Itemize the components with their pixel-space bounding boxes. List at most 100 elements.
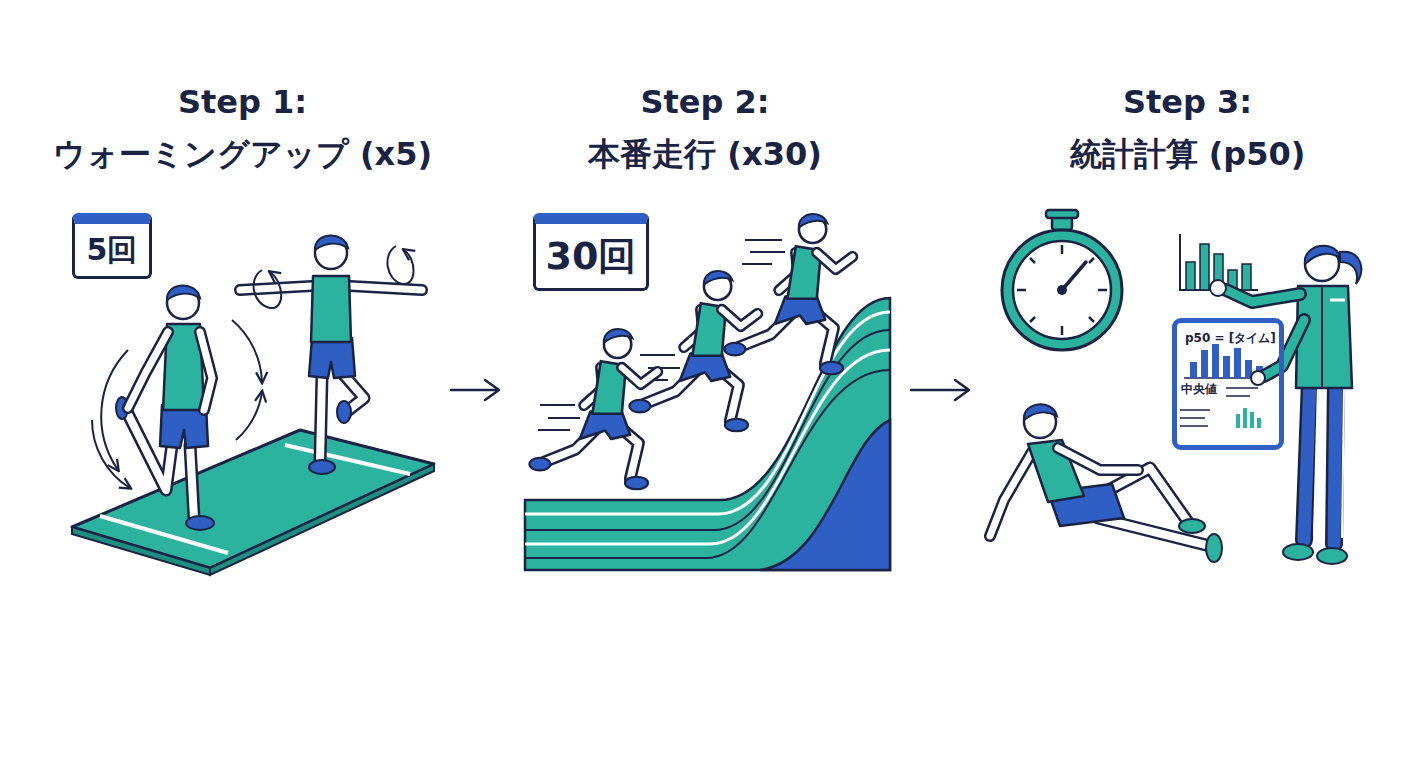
stats-scene-part xyxy=(1317,548,1347,564)
stats-scene-part xyxy=(1098,518,1210,546)
count-badge: 5回 xyxy=(72,213,152,279)
stats-scene-part xyxy=(1340,252,1361,284)
step-number: Step 2: xyxy=(505,82,905,122)
stats-scene-part-part xyxy=(1017,289,1026,292)
running-scene-part xyxy=(760,420,890,570)
warmup-scene-part xyxy=(311,276,351,342)
running-scene-part xyxy=(538,405,580,430)
running-scene-part xyxy=(742,240,785,264)
formula-text: p50 = [タイム] xyxy=(1185,331,1276,345)
warmup-scene-part xyxy=(254,270,282,308)
step-title: ウォーミングアップ (x5) xyxy=(40,134,445,174)
warmup-scene-part xyxy=(100,516,228,553)
warmup-scene-part xyxy=(167,285,200,300)
stats-scene-part xyxy=(1296,286,1352,388)
stats-scene-part xyxy=(1242,264,1251,290)
stats-scene-part xyxy=(1058,448,1138,470)
stats-scene-part xyxy=(1206,534,1222,562)
warmup-scene-part xyxy=(337,401,351,423)
running-scene-part xyxy=(724,214,852,374)
warmup-scene-part xyxy=(232,320,262,382)
step-title: 統計計算 (p50) xyxy=(975,134,1400,174)
warmup-scene-part xyxy=(320,375,322,462)
stats-scene-part xyxy=(1098,518,1210,546)
stats-scene-part-part xyxy=(1061,326,1064,335)
warmup-scene-part xyxy=(320,375,322,462)
running-scene-part xyxy=(525,370,890,558)
flow-arrow xyxy=(911,380,969,400)
stats-scene-part xyxy=(1223,356,1230,378)
step-panel: Step 3: 統計計算 (p50) p50 = [タイム] 中央値 xyxy=(975,70,1400,710)
stats-scene-part xyxy=(1002,230,1122,350)
stats-scene-part xyxy=(1321,286,1323,388)
tablet-screen: p50 = [タイム] 中央値 xyxy=(1172,318,1284,450)
stats-scene-part xyxy=(1226,290,1300,302)
stats-scene-part xyxy=(1304,380,1336,544)
count-badge: 30回 xyxy=(533,213,649,291)
warmup-scene-part xyxy=(315,235,348,250)
stats-scene-part xyxy=(1046,210,1078,218)
count-label: 30回 xyxy=(546,237,637,275)
stats-scene-part xyxy=(1057,285,1067,295)
step-panel: Step 1: ウォーミングアップ (x5) 5回 xyxy=(40,70,445,710)
stats-scene-part-part xyxy=(1030,317,1035,322)
stats-scene-part xyxy=(1330,299,1345,302)
stats-scene-part xyxy=(1243,408,1247,428)
stats-scene-part xyxy=(1210,280,1226,296)
stats-scene-part-part xyxy=(1089,317,1094,322)
warmup-scene-part xyxy=(309,460,335,474)
stats-scene-part xyxy=(1304,380,1336,544)
stats-scene-part xyxy=(1314,384,1344,538)
flow-arrow xyxy=(451,380,499,400)
stats-scene-part xyxy=(1058,448,1138,470)
stats-scene-part xyxy=(1062,262,1086,290)
step-number: Step 3: xyxy=(975,82,1400,122)
stats-scene-part xyxy=(1172,318,1284,450)
step-title: 本番走行 (x30) xyxy=(505,134,905,174)
warmup-scene-part xyxy=(210,464,434,575)
stats-scene-part xyxy=(1264,320,1304,376)
stats-scene-part xyxy=(1250,412,1254,428)
running-scene xyxy=(525,214,890,570)
warmup-scene xyxy=(72,235,434,575)
stats-scene-part xyxy=(1200,244,1209,290)
warmup-scene-part xyxy=(200,332,212,410)
stats-scene xyxy=(990,210,1361,564)
step-number: Step 1: xyxy=(40,82,445,122)
warmup-scene-part xyxy=(236,392,262,440)
stats-scene-part-part xyxy=(1089,258,1094,263)
warmup-scene-part xyxy=(101,350,128,470)
stats-scene-part xyxy=(1190,362,1197,378)
stats-scene-part xyxy=(1179,519,1205,533)
warmup-scene-part xyxy=(190,445,194,518)
warmup-scene-part xyxy=(92,420,130,488)
stats-scene-part xyxy=(1234,348,1241,378)
stats-scene-part xyxy=(1226,290,1300,302)
stats-scene-part xyxy=(1251,371,1265,385)
stats-scene-part xyxy=(1013,241,1111,339)
stats-scene-part xyxy=(1212,344,1219,378)
warmup-scene-part xyxy=(200,332,212,410)
stats-scene-part xyxy=(990,452,1032,536)
warmup-scene-part xyxy=(72,527,210,575)
count-label: 5回 xyxy=(87,235,138,265)
stats-scene-part xyxy=(1305,246,1340,264)
warmup-scene-part xyxy=(387,246,413,284)
stats-scene-part-part xyxy=(1098,289,1107,292)
warmup-scene-part xyxy=(190,445,194,518)
warmup-scene-part xyxy=(128,332,168,408)
warmup-scene-part xyxy=(128,332,168,408)
stats-scene-part-part xyxy=(1061,245,1064,254)
stats-scene-part xyxy=(1186,262,1195,290)
step-panel: Step 2: 本番走行 (x30) 30回 xyxy=(505,70,905,710)
stats-scene-part xyxy=(1017,245,1107,335)
stats-scene-part xyxy=(1236,414,1240,428)
stats-scene-part xyxy=(990,452,1032,536)
warmup-scene-part xyxy=(309,338,355,378)
stats-scene-part xyxy=(1264,320,1304,376)
stats-scene-part xyxy=(1283,544,1313,560)
stats-scene-part xyxy=(1024,404,1057,420)
median-label: 中央値 xyxy=(1181,382,1217,396)
warmup-scene-part xyxy=(186,516,214,530)
